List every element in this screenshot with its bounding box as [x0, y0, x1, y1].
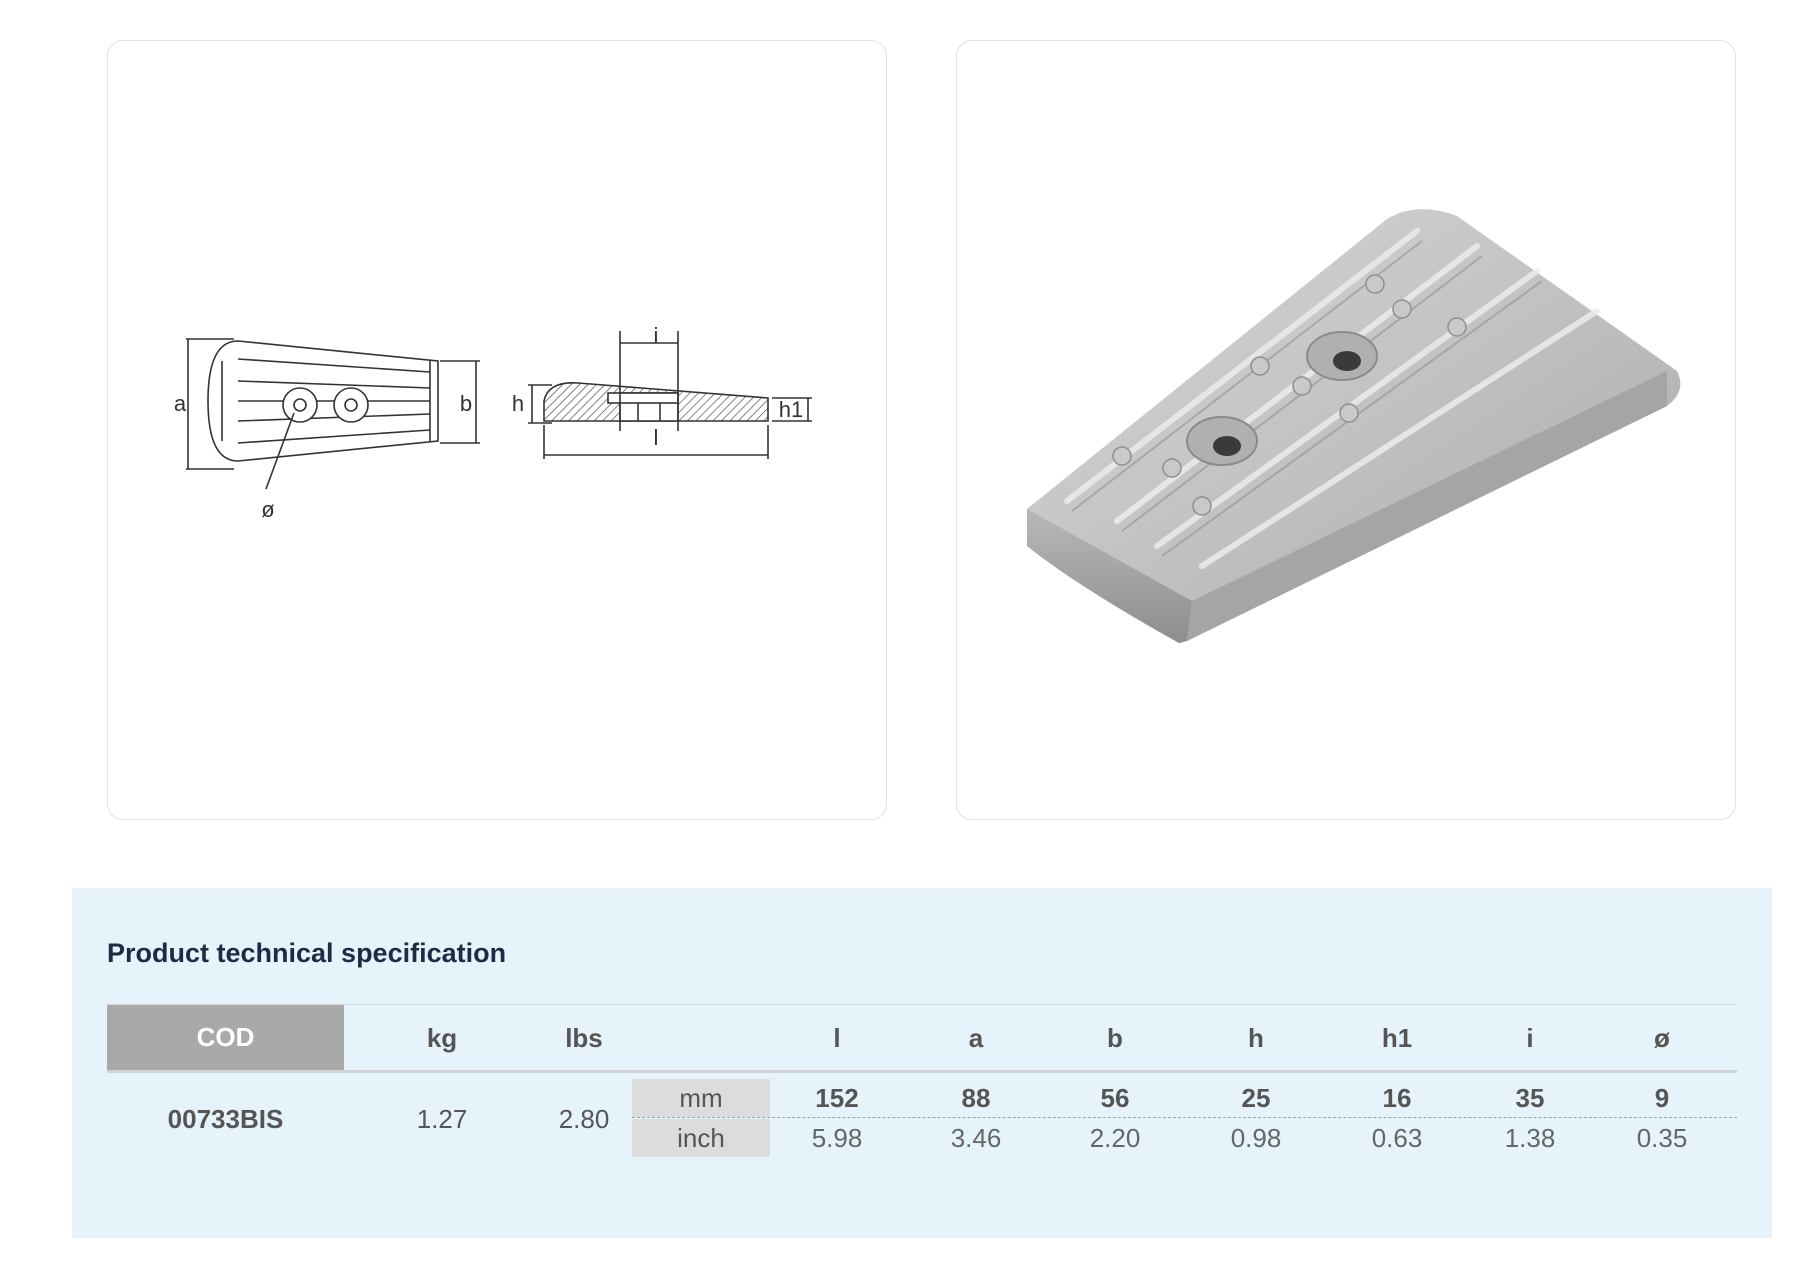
header-bottom-divider [107, 1070, 1737, 1073]
h-mm: 25 [1241, 1083, 1271, 1113]
technical-drawing: a b ø i h [174, 323, 812, 522]
a-mm: 88 [961, 1083, 991, 1113]
l-header: l [833, 1023, 841, 1053]
diameter-mm: 9 [1654, 1083, 1670, 1113]
kg-header: kg [426, 1023, 458, 1053]
product-photo-card [956, 40, 1736, 820]
lbs-header: lbs [565, 1023, 603, 1053]
b-header: b [1107, 1023, 1123, 1053]
spec-panel: Product technical specification COD kg l… [72, 888, 1772, 1238]
h1-header: h1 [1381, 1023, 1413, 1053]
unit-inch: inch [632, 1119, 770, 1157]
h1-inch: 0.63 [1371, 1123, 1423, 1153]
label-h1: h1 [779, 397, 803, 422]
i-mm: 35 [1515, 1083, 1545, 1113]
diameter-inch: 0.35 [1636, 1123, 1688, 1153]
anode-shape [1027, 209, 1681, 643]
spec-title: Product technical specification [107, 938, 507, 968]
label-l: l [654, 425, 659, 450]
label-h: h [512, 391, 524, 416]
i-inch: 1.38 [1504, 1123, 1556, 1153]
technical-drawing-card: a b ø i h [107, 40, 887, 820]
b-mm: 56 [1100, 1083, 1130, 1113]
h1-mm: 16 [1382, 1083, 1412, 1113]
l-inch: 5.98 [811, 1123, 863, 1153]
cod-value: 00733BIS [167, 1104, 284, 1134]
side-view [528, 331, 812, 459]
diameter-header: ø [1654, 1023, 1670, 1053]
unit-mm: mm [632, 1079, 770, 1117]
label-b: b [460, 391, 472, 416]
a-header: a [968, 1023, 984, 1053]
h-inch: 0.98 [1230, 1123, 1282, 1153]
kg-value: 1.27 [416, 1104, 468, 1134]
product-photo [1027, 209, 1681, 643]
i-header: i [1526, 1023, 1534, 1053]
b-inch: 2.20 [1089, 1123, 1141, 1153]
h-header: h [1248, 1023, 1264, 1053]
unit-divider [632, 1117, 1737, 1118]
label-diameter: ø [261, 497, 274, 522]
lbs-value: 2.80 [558, 1104, 610, 1134]
top-view [186, 338, 480, 490]
cod-header: COD [107, 1005, 344, 1070]
a-inch: 3.46 [950, 1123, 1002, 1153]
label-a: a [174, 391, 187, 416]
header-top-divider [107, 1004, 1737, 1005]
label-i: i [654, 323, 659, 348]
l-mm: 152 [815, 1083, 859, 1113]
